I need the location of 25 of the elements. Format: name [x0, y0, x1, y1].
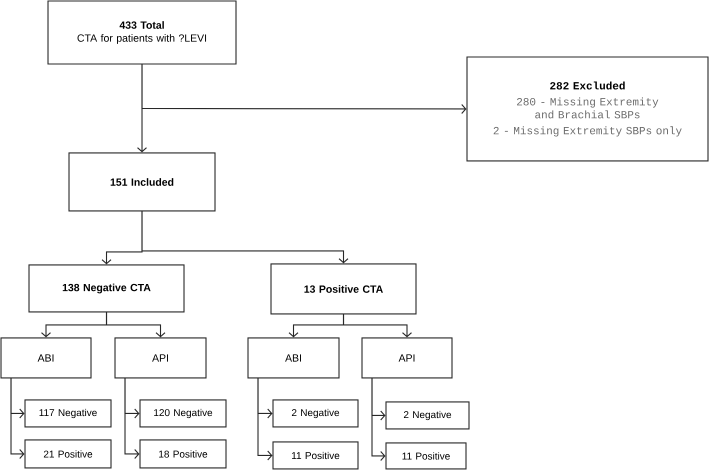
process-box: 11 Positive — [385, 442, 467, 470]
arrow — [141, 212, 348, 264]
process-box: 282 Excluded 280 - Missing Extremity and Brachial SBPs 2 - Missing Extremity SBPs only — [466, 56, 709, 162]
process-box: 151 Included — [68, 152, 216, 212]
arrow — [342, 314, 412, 338]
process-box: 117 Negative — [24, 399, 112, 428]
arrow — [10, 378, 24, 459]
arrow — [257, 378, 272, 460]
arrow — [141, 64, 466, 114]
process-box: 2 Negative — [385, 401, 470, 430]
process-box: 18 Positive — [139, 439, 227, 469]
process-box: 21 Positive — [24, 439, 112, 469]
arrow — [124, 378, 140, 459]
process-box: API — [114, 337, 207, 379]
arrow — [371, 378, 386, 461]
process-box: 11 Positive — [272, 441, 359, 470]
process-box: 138 Negative CTA — [28, 264, 185, 313]
process-box: 2 Negative — [272, 399, 359, 428]
process-box: API — [361, 337, 453, 379]
process-box: ABI — [0, 337, 92, 379]
process-box: 120 Negative — [139, 399, 227, 428]
process-box: 433 Total CTA for patients with ?LEVI — [47, 0, 237, 65]
process-box: 13 Positive CTA — [270, 263, 417, 315]
process-box: ABI — [247, 337, 340, 379]
arrow — [106, 312, 166, 338]
